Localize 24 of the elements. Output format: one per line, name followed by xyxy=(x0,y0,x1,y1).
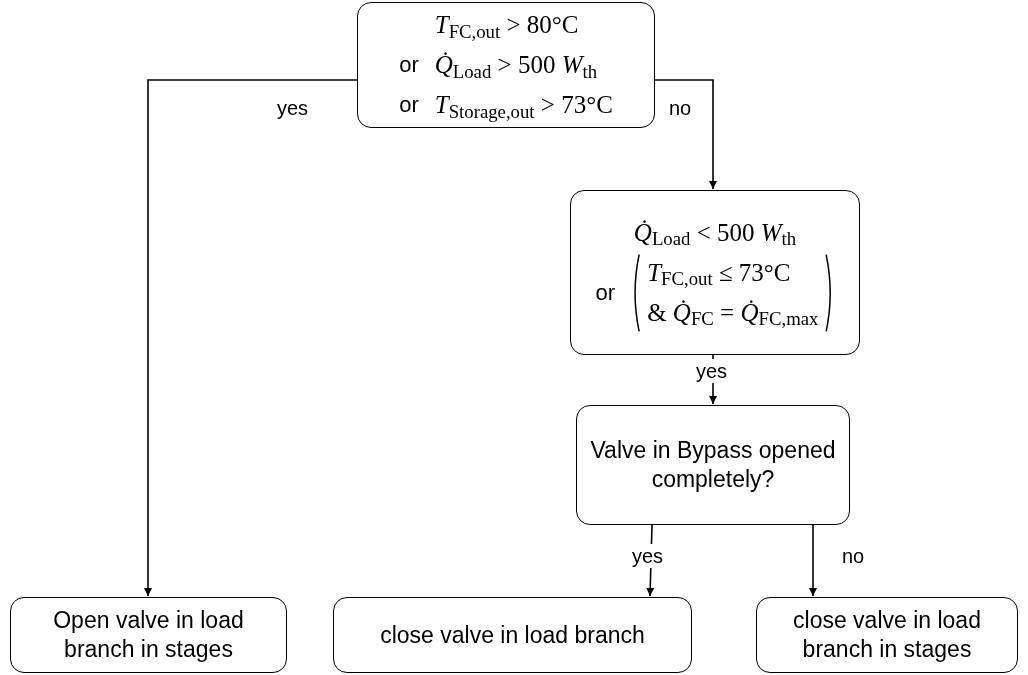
edge-label: yes xyxy=(694,359,730,383)
condition-formula: T$_{FC,out}$ > 80°C xyxy=(434,10,580,44)
condition-formula: T$_{Storage,out}$ > 73°C xyxy=(434,90,613,124)
condition-formula: T$_{FC,out}$ ≤ 73°C xyxy=(647,257,792,292)
decision-box xyxy=(357,2,655,128)
process-box xyxy=(576,405,850,525)
arrow xyxy=(654,79,717,190)
condition-formula: & Q̇$_{FC}$ = Q̇$_{FC,max}$ xyxy=(647,297,819,332)
node-text: close valve in load branch xyxy=(380,620,645,650)
or-text: or xyxy=(399,91,419,119)
or-text: or xyxy=(399,51,419,79)
arrow xyxy=(809,524,817,597)
edge-label: yes xyxy=(630,544,666,568)
node-text: close valve in load branch in stages xyxy=(792,606,982,664)
node-text: Open valve in load branch in stages xyxy=(52,606,245,664)
condition-formula: Q̇$_{Load}$ < 500 W$_{th}$ xyxy=(633,217,797,252)
process-box xyxy=(10,597,287,673)
arrow xyxy=(144,79,358,597)
decision-box xyxy=(570,190,860,355)
or-text: or xyxy=(595,278,616,307)
process-box xyxy=(333,597,692,673)
node-text: Valve in Bypass opened completely? xyxy=(589,436,837,494)
condition-formula: Q̇$_{Load}$ > 500 W$_{th}$ xyxy=(434,50,599,84)
process-box xyxy=(756,597,1018,673)
